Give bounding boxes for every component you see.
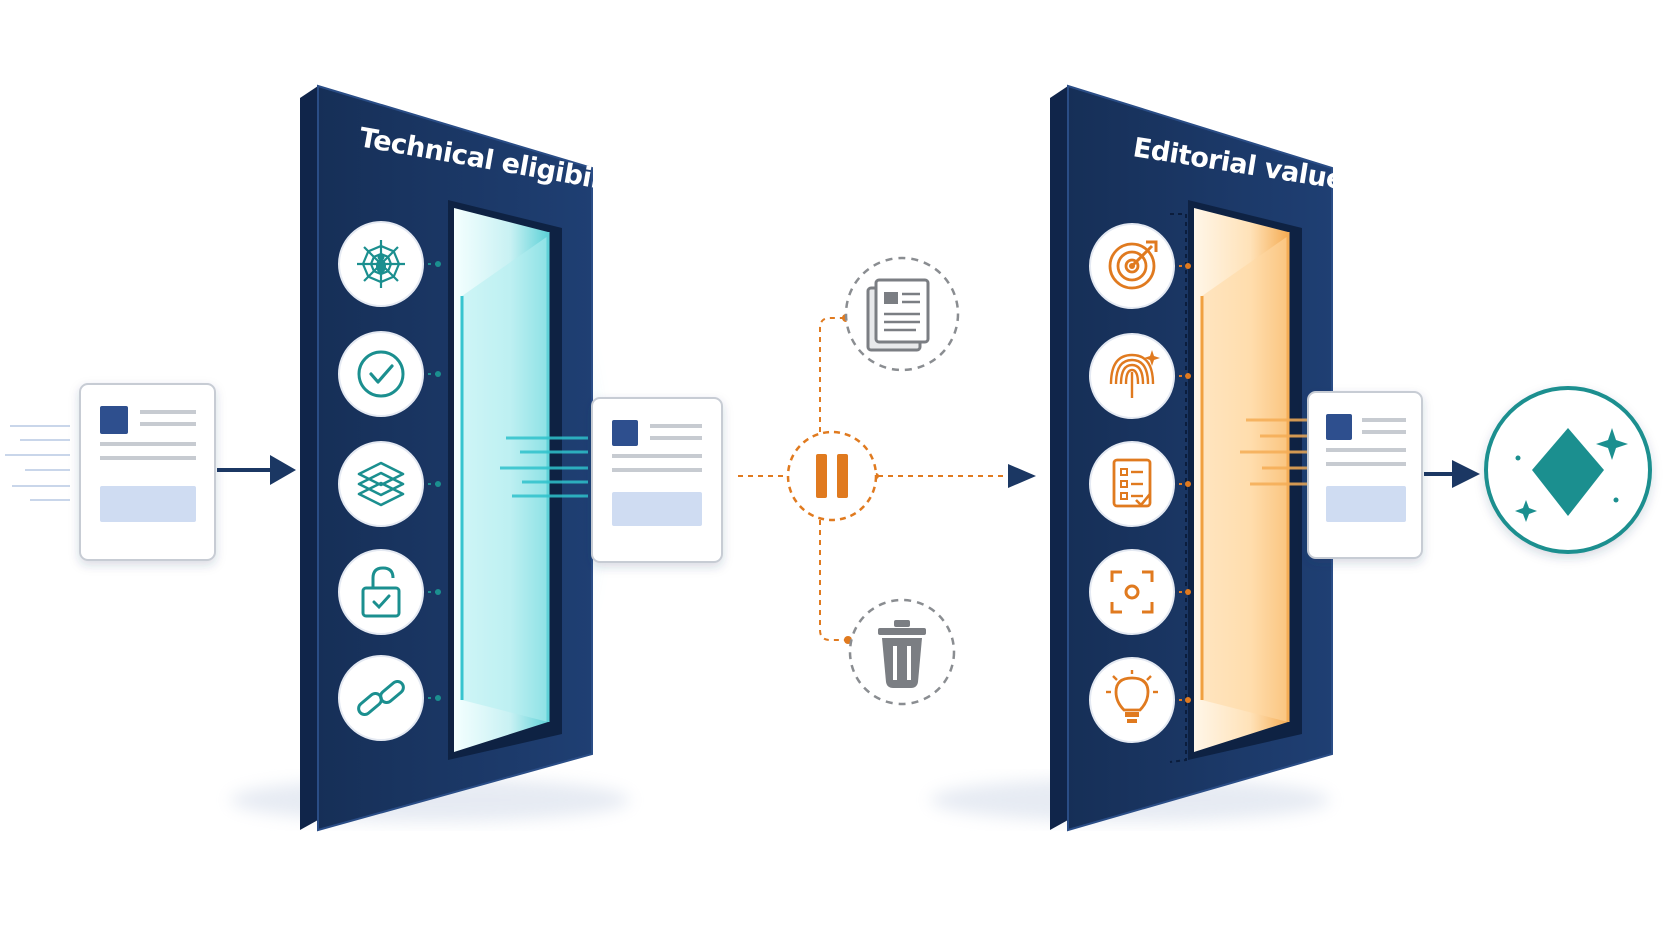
spider-web-crawler-icon <box>357 240 405 288</box>
trash-can-icon <box>878 620 926 688</box>
criterion-lightbulb <box>1089 657 1191 743</box>
layers-icon <box>357 461 405 507</box>
gate-2-criteria <box>1089 223 1191 743</box>
diamond-sparkle-icon <box>1515 428 1628 522</box>
arrow-into-gate-1 <box>217 455 296 485</box>
approved-document <box>1307 391 1423 559</box>
final-output <box>1484 386 1652 554</box>
criterion-check-circle <box>338 331 441 417</box>
criterion-chain-link <box>338 655 441 741</box>
chain-link-icon <box>357 680 405 716</box>
stacked-pages-icon <box>866 278 930 352</box>
criterion-target <box>1089 223 1191 309</box>
pause-icon <box>816 454 848 498</box>
fingerprint-sparkle-icon <box>1109 350 1160 398</box>
target-icon <box>1108 240 1158 290</box>
lightbulb-icon <box>1106 670 1158 723</box>
discard-outcome <box>848 598 956 706</box>
unlocked-padlock-check-icon <box>361 566 401 618</box>
pause-node <box>786 430 878 522</box>
criterion-checklist <box>1089 441 1191 527</box>
check-circle-icon <box>357 350 405 398</box>
checklist-icon <box>1112 458 1152 508</box>
speed-lines <box>5 425 70 501</box>
gate-editorial-value <box>1050 84 1333 832</box>
criterion-fingerprint-sparkle <box>1089 333 1191 419</box>
input-document <box>79 383 216 561</box>
decision-connectors <box>738 317 1010 641</box>
arrow-to-output <box>1424 460 1480 488</box>
archive-outcome <box>844 256 960 372</box>
arrow-into-gate-2 <box>1008 464 1036 488</box>
criterion-layers <box>338 441 441 527</box>
gate-technical-eligibility <box>300 84 610 832</box>
focus-frame-icon <box>1110 570 1154 614</box>
criterion-unlocked-padlock-check <box>338 549 441 635</box>
criterion-spider-web-crawler <box>338 221 441 307</box>
passed-document <box>591 397 723 563</box>
criterion-focus-frame <box>1089 549 1191 635</box>
gate-1-criteria <box>338 221 441 741</box>
